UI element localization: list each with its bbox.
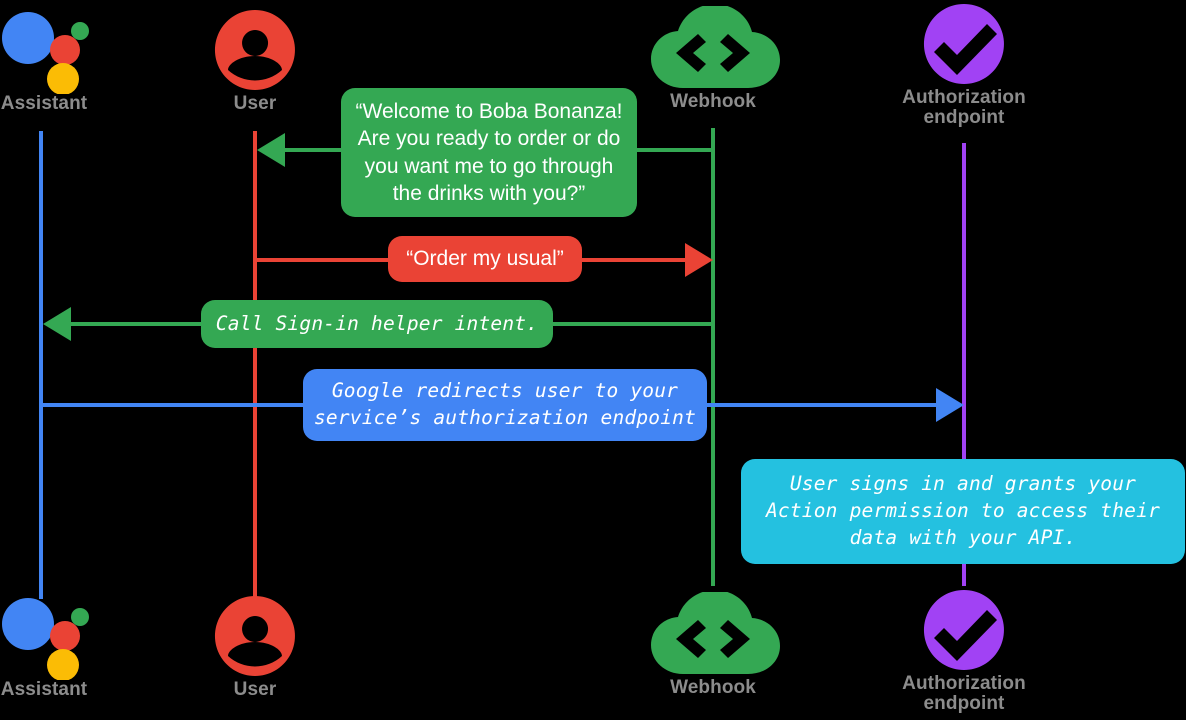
message-text-5: User signs in and grants your Action per… (765, 472, 1161, 549)
actor-webhook-bottom: Webhook (613, 590, 813, 698)
actor-assistant-bottom: Assistant (0, 594, 144, 700)
actor-label-user: User (233, 679, 277, 700)
message-bubble-order: “Order my usual” (388, 236, 582, 282)
user-avatar-icon (155, 594, 355, 680)
arrowhead-2 (685, 243, 713, 277)
arrowhead-4 (936, 388, 964, 422)
lifeline-user (253, 131, 257, 599)
actor-label-auth: Authorization endpoint (902, 87, 1026, 128)
actor-webhook-top: Webhook (613, 4, 813, 112)
message-text-2: “Order my usual” (406, 247, 564, 271)
message-bubble-user-signin: User signs in and grants your Action per… (741, 459, 1185, 564)
arrowhead-3 (43, 307, 71, 341)
arrowhead-1 (257, 133, 285, 167)
lifeline-auth (962, 143, 966, 586)
actor-user-top: User (155, 8, 355, 114)
google-assistant-icon (0, 8, 144, 95)
actor-label-assistant: Assistant (0, 93, 88, 114)
actor-label-auth: Authorization endpoint (902, 673, 1026, 714)
message-bubble-signin-helper: Call Sign-in helper intent. (201, 300, 553, 348)
actor-user-bottom: User (155, 594, 355, 700)
message-bubble-redirect: Google redirects user to your service’s … (303, 369, 707, 441)
google-assistant-icon (0, 594, 144, 681)
user-avatar-icon (155, 8, 355, 94)
message-bubble-welcome: “Welcome to Boba Bonanza! Are you ready … (341, 88, 637, 217)
cloud-code-icon (613, 590, 813, 678)
lifeline-webhook (711, 128, 715, 586)
actor-label-webhook: Webhook (670, 91, 756, 112)
purple-check-circle-icon (864, 2, 1064, 88)
actor-auth-bottom: Authorization endpoint (864, 588, 1064, 714)
message-text-3: Call Sign-in helper intent. (215, 311, 539, 335)
actor-assistant-top: Assistant (0, 8, 144, 114)
purple-check-circle-icon (864, 588, 1064, 674)
message-text-4: Google redirects user to your service’s … (313, 379, 697, 429)
lifeline-assistant (39, 131, 43, 599)
message-text-1: “Welcome to Boba Bonanza! Are you ready … (355, 99, 623, 205)
actor-label-assistant: Assistant (0, 679, 88, 700)
actor-auth-top: Authorization endpoint (864, 2, 1064, 128)
cloud-code-icon (613, 4, 813, 92)
actor-label-webhook: Webhook (670, 677, 756, 698)
actor-label-user: User (233, 93, 277, 114)
